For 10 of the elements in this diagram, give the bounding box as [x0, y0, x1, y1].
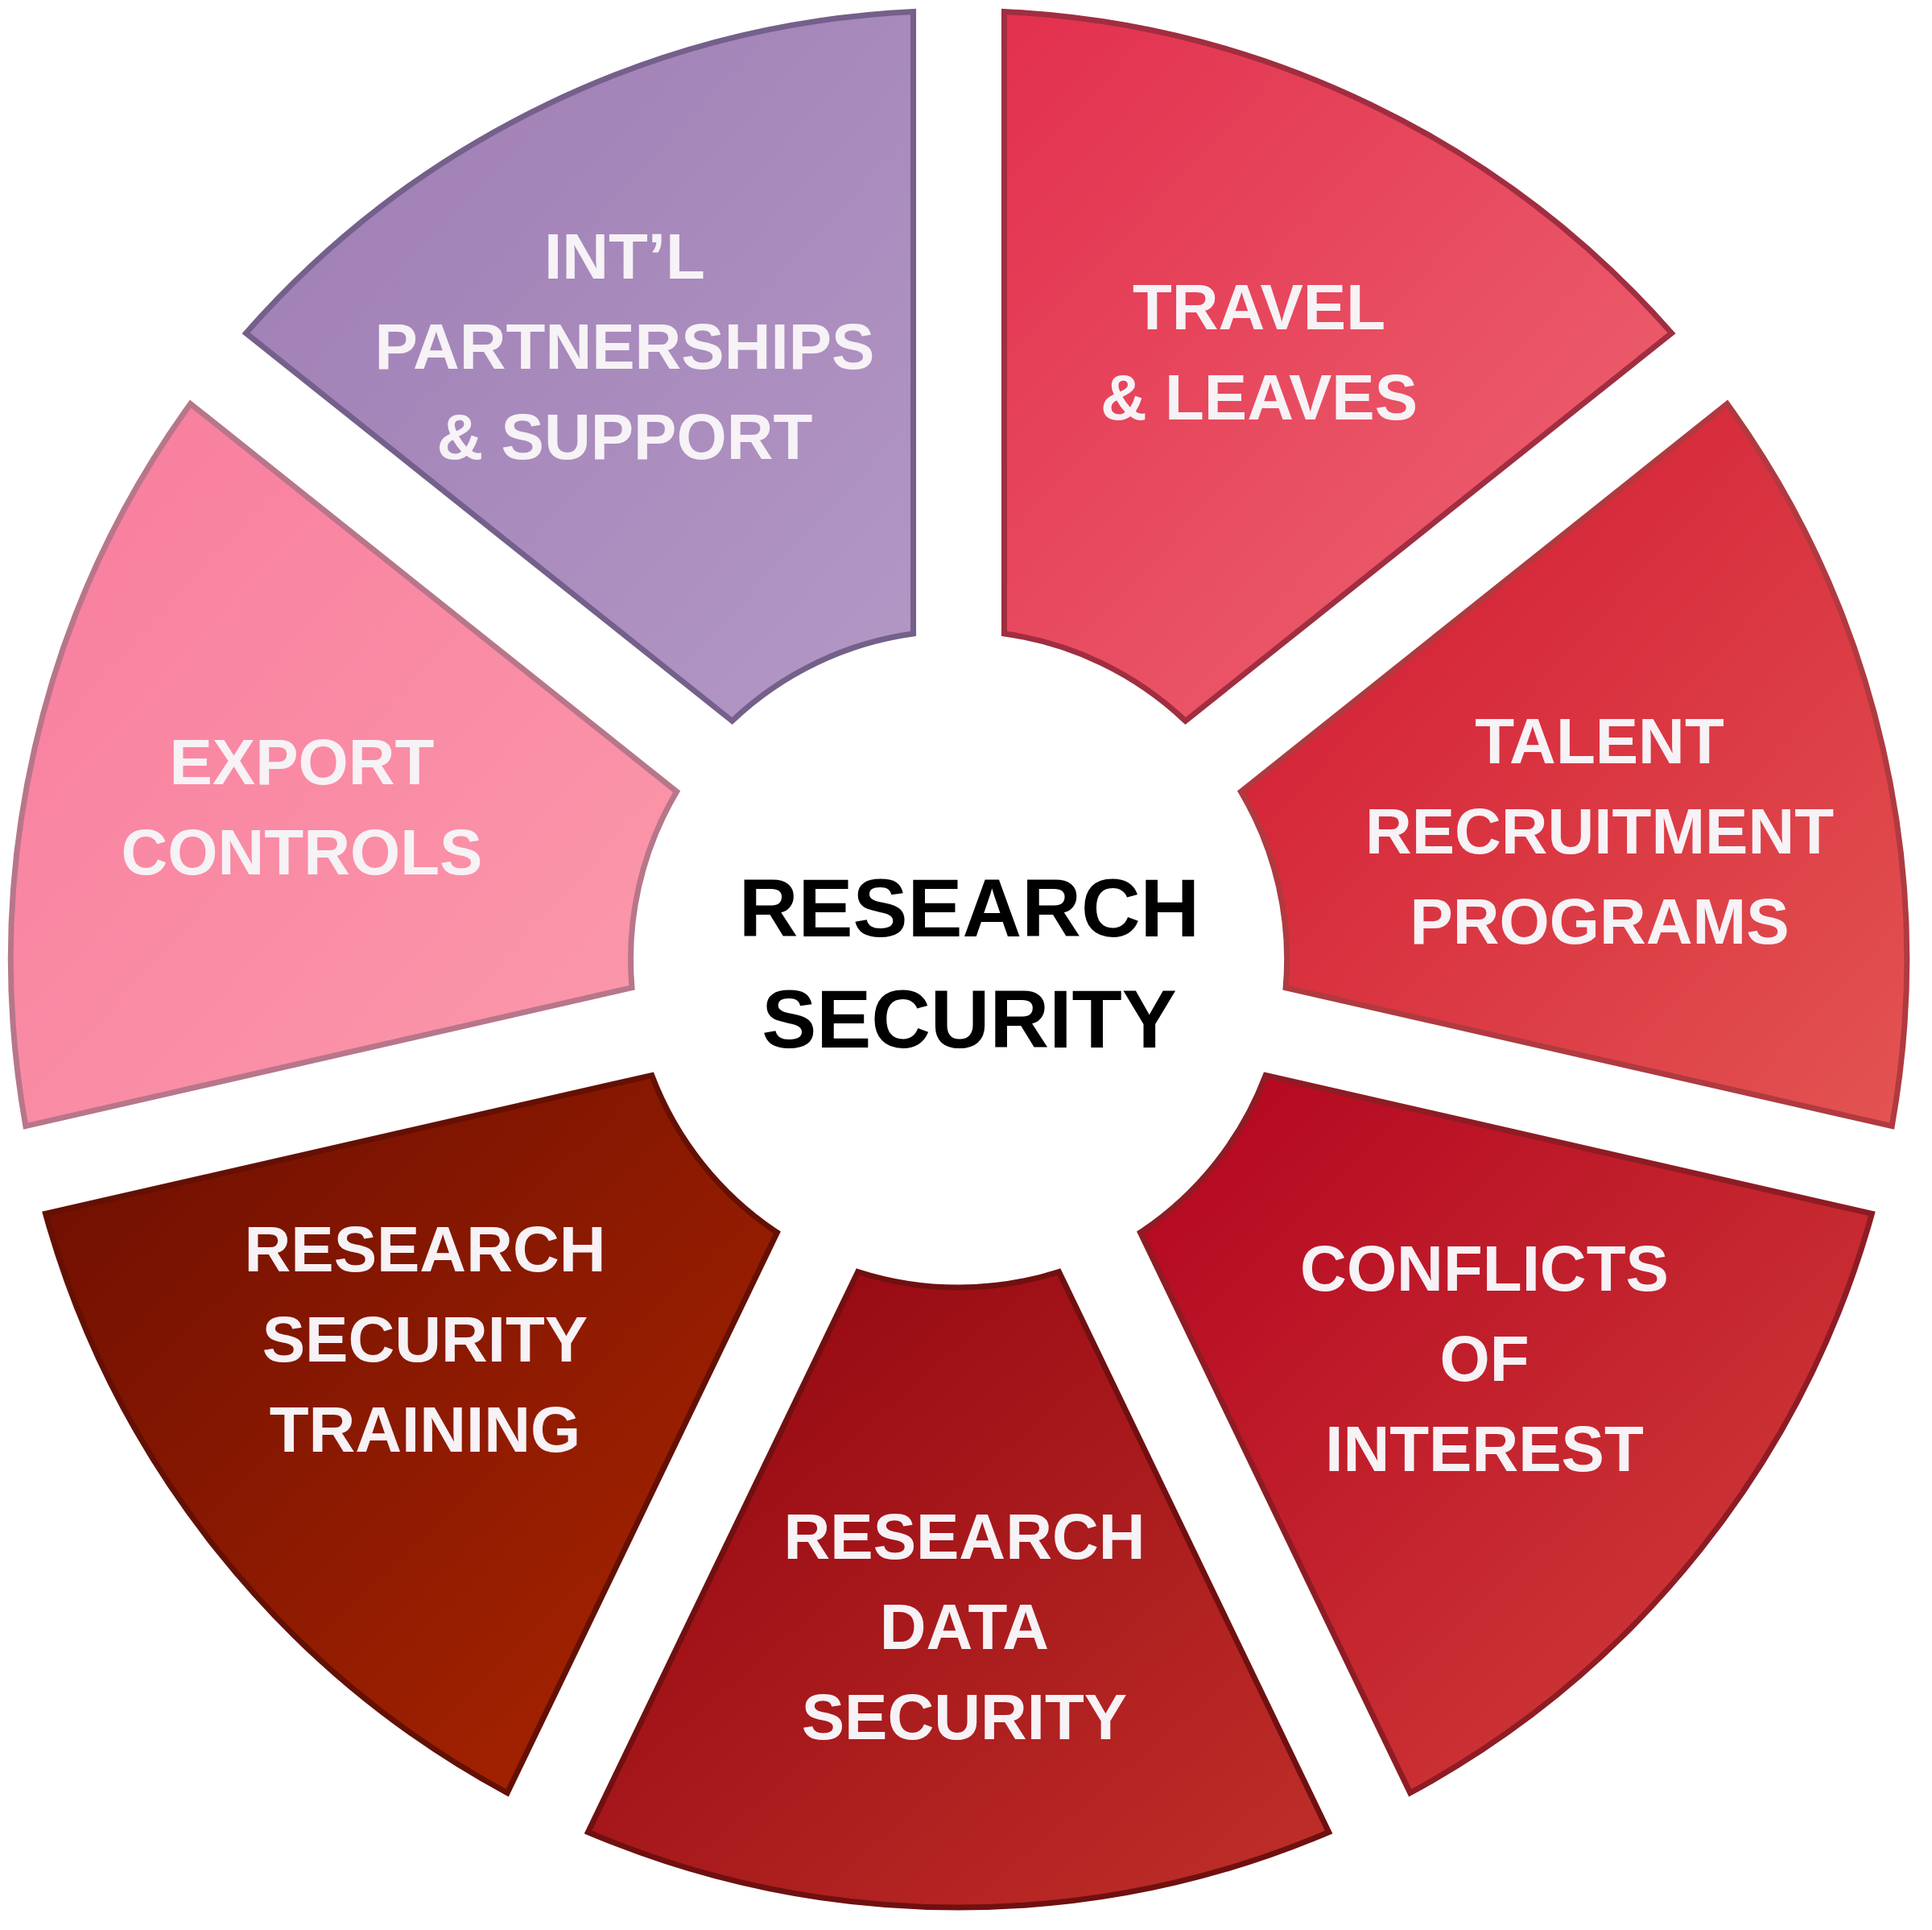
segment-label: EXPORT CONTROLS: [121, 725, 483, 890]
segment-label: TRAVEL & LEAVES: [1100, 271, 1418, 435]
segment-label: CONFLICTS OF INTEREST: [1300, 1232, 1669, 1486]
wheel-segment: [243, 8, 917, 724]
segment-label: INT’L PARTNERSHIPS & SUPPORT: [374, 220, 875, 474]
segment-label: RESEARCH DATA SECURITY: [783, 1500, 1146, 1754]
segment-label: TALENT RECRUITMENT PROGRAMS: [1364, 705, 1835, 959]
center-title: RESEARCH SECURITY: [738, 862, 1200, 1067]
segment-label: RESEARCH SECURITY TRAINING: [244, 1213, 606, 1467]
wheel-segment: [42, 1072, 780, 1796]
